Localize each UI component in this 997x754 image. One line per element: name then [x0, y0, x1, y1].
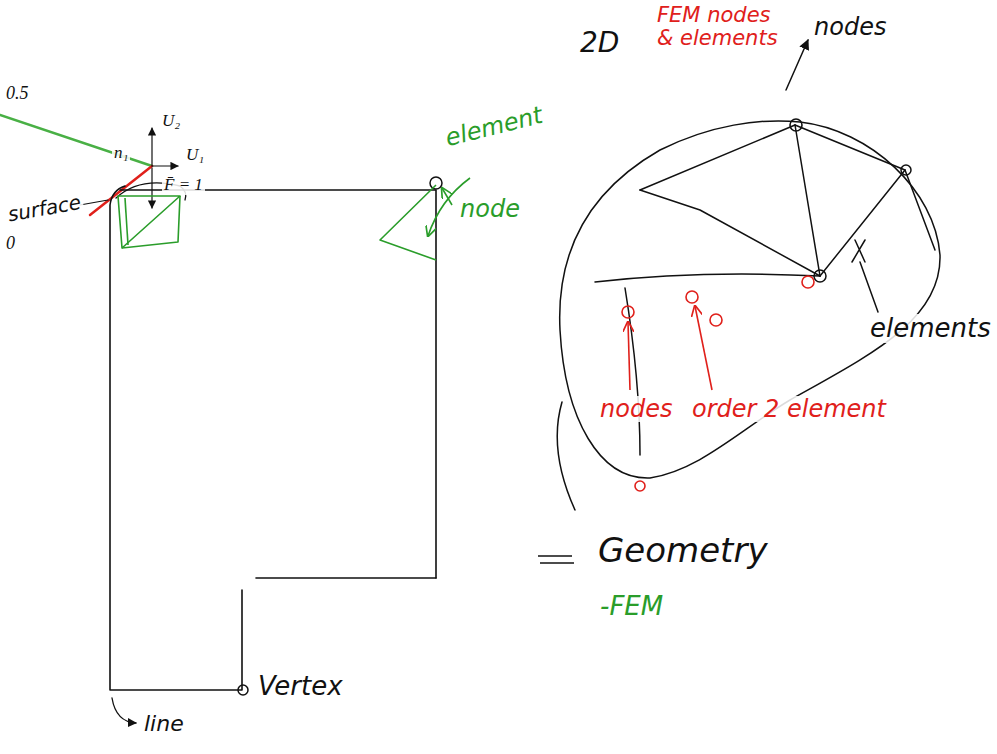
equals-sign — [538, 556, 574, 563]
sketch-note: nodes — [812, 14, 888, 40]
sketch-note: surface — [4, 191, 85, 226]
figure-label: 0 — [4, 234, 17, 254]
figure-label: F̄ = 1 — [162, 176, 205, 195]
figure-label: U₂ — [160, 112, 182, 131]
sketch-note: node — [458, 196, 522, 222]
figure-label: n₁ — [112, 144, 130, 163]
sketch-note: 2D — [578, 28, 621, 59]
sketch-note: FEM nodes & elements — [655, 4, 789, 50]
sketch-note: Vertex — [256, 672, 345, 701]
sketch-note: Geometry — [596, 532, 770, 569]
order-2-nodes — [622, 276, 814, 491]
sketch-note: elements — [868, 314, 993, 343]
figure-label: U₁ — [184, 146, 206, 165]
fem-blob — [557, 40, 940, 510]
sketch-note: nodes — [598, 396, 674, 422]
l-geometry — [80, 177, 442, 723]
sketch-note: line — [142, 712, 186, 736]
sketch-note: -FEM — [598, 592, 665, 621]
figure-label: 0.5 — [4, 84, 31, 104]
sketch-note: order 2 element — [690, 396, 888, 422]
sketch-note: element — [441, 101, 547, 152]
